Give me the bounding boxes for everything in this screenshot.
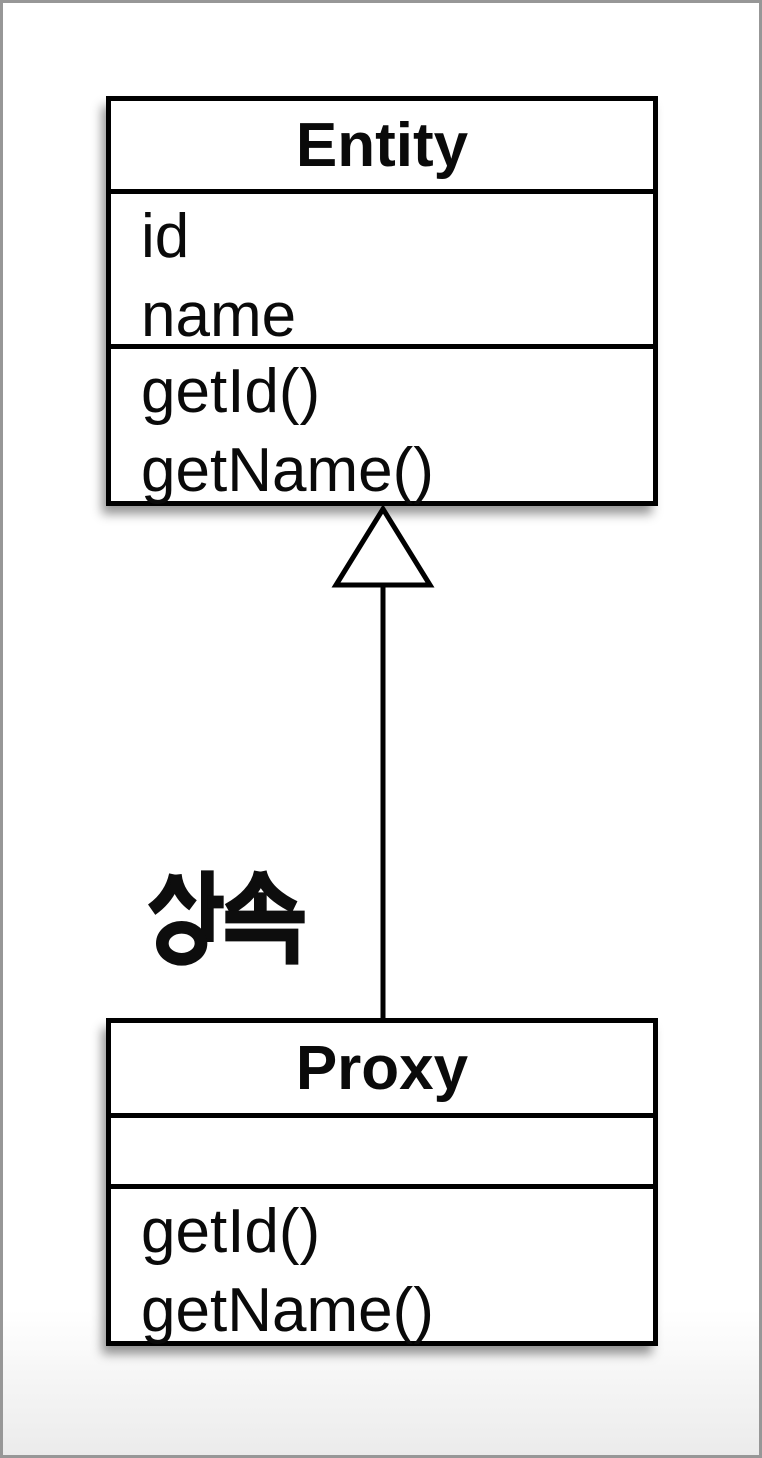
inheritance-arrow bbox=[331, 505, 435, 1019]
proxy-methods-section: getId() getName() bbox=[111, 1184, 653, 1346]
class-title-entity: Entity bbox=[295, 110, 469, 180]
entity-attributes-section: id name bbox=[111, 189, 653, 344]
method-item: getId() bbox=[141, 1197, 321, 1266]
class-box-proxy: Proxy getId() getName() bbox=[106, 1018, 658, 1346]
relationship-label bbox=[147, 869, 305, 966]
method-item: getId() bbox=[141, 357, 321, 426]
attribute-item: id bbox=[141, 202, 190, 271]
class-title-proxy: Proxy bbox=[295, 1033, 469, 1103]
class-box-entity: Entity id name getId() getName() bbox=[106, 96, 658, 506]
inheritance-arrowhead-icon bbox=[331, 505, 435, 588]
attribute-item: name bbox=[141, 281, 297, 344]
relationship-label-glyphs bbox=[147, 869, 305, 966]
entity-methods-section: getId() getName() bbox=[111, 344, 653, 506]
method-item: getName() bbox=[141, 1276, 434, 1345]
method-item: getName() bbox=[141, 436, 434, 505]
proxy-attributes-section bbox=[111, 1113, 653, 1184]
